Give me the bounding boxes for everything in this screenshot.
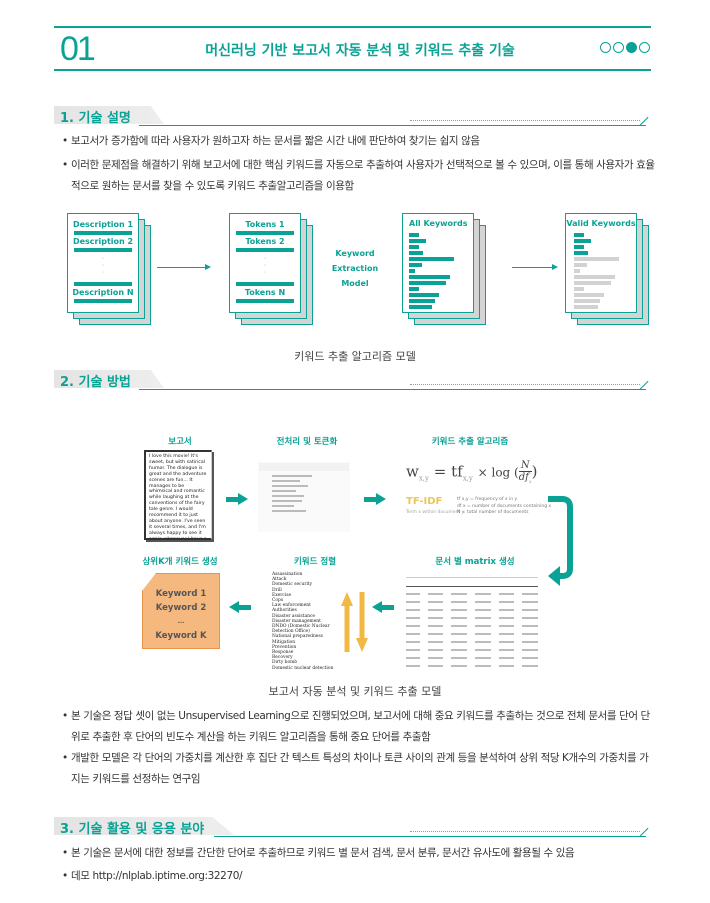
description-label: Description N (72, 288, 134, 297)
page-dot (613, 42, 624, 53)
tfidf-label: TF-IDF (406, 496, 443, 507)
bullet-demo-link[interactable]: 데모 http://nlplab.iptime.org:32270/ (62, 866, 657, 887)
token-label: Tokens 2 (245, 237, 285, 246)
arrow-left-icon (229, 601, 251, 613)
section-2-heading: 2. 기술 방법 (54, 368, 652, 392)
page-indicator (600, 42, 650, 53)
valid-keywords-label: Valid Keywords (566, 219, 636, 228)
sorted-keyword: Domestic nuclear detection (272, 665, 334, 671)
page-title: 머신러닝 기반 보고서 자동 분석 및 키워드 추출 기술 (205, 43, 515, 59)
tfidf-sublabel: Term x within document y (406, 510, 465, 515)
arrow-right-icon (226, 493, 248, 505)
arrow-right-icon (364, 493, 386, 505)
section-1-heading: 1. 기술 설명 (54, 104, 652, 128)
description-label: Description 1 (72, 220, 134, 229)
bullet: 보고서가 증가함에 따라 사용자가 원하고자 하는 문서를 짧은 시간 내에 판… (62, 131, 657, 152)
sorted-keyword: Response (272, 650, 294, 656)
sorted-keyword: DNDO (Domestic Nuclear (272, 624, 330, 630)
sorted-keyword: Mitigation (272, 639, 296, 645)
arrow-right-icon (157, 264, 211, 270)
flow-caption: 보고서 자동 분석 및 키워드 추출 모델 (268, 685, 442, 698)
sorted-keyword: Disaster assistance (272, 613, 315, 619)
sorted-keyword: Authorities (272, 608, 297, 614)
section-heading-text: 2. 기술 방법 (60, 375, 131, 390)
matrix-row (406, 609, 538, 611)
bullet: 본 기술은 정답 셋이 없는 Unsupervised Learning으로 진… (62, 706, 657, 748)
matrix-row (406, 657, 538, 659)
page-dot-active (626, 42, 637, 53)
sort-arrows-icon (341, 592, 368, 652)
document-matrix-table (406, 572, 538, 670)
step-label-preprocess: 전처리 및 토큰화 (276, 437, 338, 447)
all-keywords-label: All Keywords (409, 219, 468, 228)
matrix-row (406, 641, 538, 643)
sorted-keyword: Cops (272, 598, 284, 604)
sorted-keyword: Law enforcement (272, 603, 311, 609)
bullet: 본 기술은 문서에 대한 정보를 간단한 단어로 추출하므로 키워드 별 문서 … (62, 843, 657, 864)
sorted-keyword: Drill (272, 587, 282, 593)
matrix-row (406, 601, 538, 603)
header-bottom-rule (54, 69, 651, 71)
sorted-keyword: Attack (272, 577, 287, 583)
section-heading-text: 3. 기술 활용 및 응용 분야 (60, 822, 205, 837)
token-label: Tokens 1 (245, 220, 285, 229)
header-top-rule (54, 26, 651, 28)
arrow-right-icon (512, 264, 558, 270)
sorted-keyword: Domestic security (272, 582, 313, 588)
tokens-stack: Tokens 1 Tokens 2 ··· Tokens N (229, 213, 313, 325)
chapter-number: 01 (60, 30, 96, 68)
sorted-keyword: Detection Office) (272, 629, 310, 635)
sorted-keyword: National preparedness (272, 634, 323, 640)
sorted-keyword: Disaster management (272, 618, 321, 624)
matrix-row (406, 633, 538, 635)
matrix-row (406, 617, 538, 619)
matrix-row (406, 593, 538, 595)
page-dot (639, 42, 650, 53)
matrix-row (406, 649, 538, 651)
sorted-keyword: Exercise (272, 592, 292, 598)
step-label-sort: 키워드 정렬 (293, 557, 337, 567)
diagram-caption: 키워드 추출 알고리즘 모델 (294, 350, 416, 363)
sorted-keyword: Dirty bomb (272, 660, 298, 666)
section-3-heading: 3. 기술 활용 및 응용 분야 (54, 815, 652, 839)
valid-keywords-stack: Valid Keywords (565, 213, 649, 325)
description-stack: Description 1 Description 2 ··· Descript… (67, 213, 151, 325)
step-label-matrix: 문서 별 matrix 생성 (435, 557, 515, 567)
arrow-left-icon (372, 601, 394, 613)
bullet: 개발한 모델은 각 단어의 가중치를 계산한 후 집단 간 텍스트 특성의 차이… (62, 748, 657, 790)
sorted-keyword: Prevention (272, 644, 297, 650)
sorted-keyword: Assassination (272, 572, 303, 577)
step-label-report: 보고서 (168, 437, 192, 447)
page-dot (600, 42, 611, 53)
matrix-row (406, 625, 538, 627)
step-label-topk: 상위K개 키워드 생성 (142, 557, 218, 567)
code-snippet-image (258, 462, 350, 532)
token-label: Tokens N (244, 288, 286, 297)
matrix-row (406, 665, 538, 667)
description-label: Description 2 (72, 237, 134, 246)
step-label-algorithm: 키워드 추출 알고리즘 (431, 437, 509, 447)
report-text: I love this movie! It's sweet, but with … (144, 450, 212, 540)
bullet: 이러한 문제점을 해결하기 위해 보고서에 대한 핵심 키워드를 자동으로 추출… (62, 155, 657, 197)
all-keywords-stack: All Keywords (402, 213, 486, 325)
section-heading-text: 1. 기술 설명 (60, 111, 131, 126)
curved-arrow-down-icon (548, 496, 573, 586)
sorted-keyword: Recovery (272, 655, 293, 661)
